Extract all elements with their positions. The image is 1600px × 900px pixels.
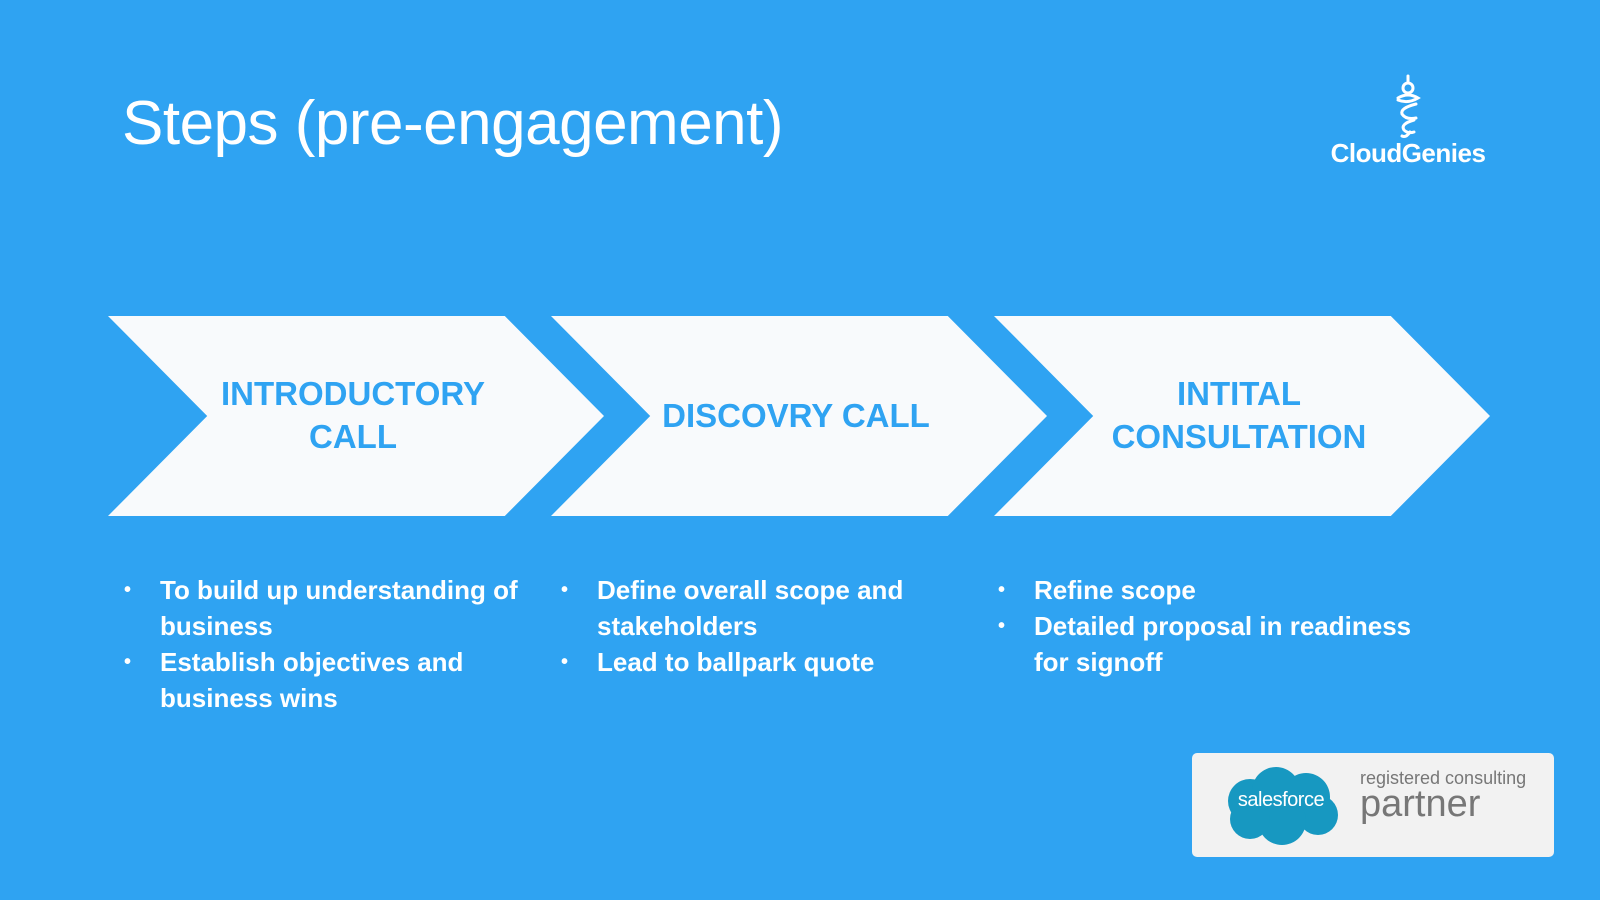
step-chevron-introductory-call: INTRODUCTORY CALL bbox=[108, 316, 604, 516]
cloudgenies-logo: CloudGenies bbox=[1318, 72, 1518, 182]
step-label: INTRODUCTORY CALL bbox=[221, 375, 485, 455]
salesforce-cloud-icon bbox=[1228, 767, 1338, 845]
bullet-item: Establish objectives and business wins bbox=[122, 644, 532, 716]
partner-title: partner bbox=[1360, 783, 1481, 825]
bullet-item: To build up understanding of business bbox=[122, 572, 532, 644]
step-chevron-initial-consultation: INTITAL CONSULTATION bbox=[994, 316, 1490, 516]
step-1-bullet-list: To build up understanding of business Es… bbox=[122, 572, 532, 716]
slide-title: Steps (pre-engagement) bbox=[122, 89, 784, 158]
step-chevron-discovery-call: DISCOVRY CALL bbox=[551, 316, 1047, 516]
partner-subtitle: registered consulting bbox=[1360, 768, 1527, 788]
step-3-bullet-list: Refine scope Detailed proposal in readin… bbox=[996, 572, 1436, 680]
bullet-item: Lead to ballpark quote bbox=[559, 644, 959, 680]
bullet-item: Define overall scope and stakeholders bbox=[559, 572, 959, 644]
logo-text: CloudGenies bbox=[1330, 138, 1486, 168]
genie-icon bbox=[1396, 74, 1421, 138]
salesforce-wordmark: salesforce bbox=[1237, 789, 1325, 811]
step-label: DISCOVRY CALL bbox=[662, 396, 930, 434]
bullet-item: Refine scope bbox=[996, 572, 1436, 608]
step-label: INTITAL CONSULTATION bbox=[1111, 375, 1367, 455]
bullet-item: Detailed proposal in readiness for signo… bbox=[996, 608, 1436, 680]
step-2-bullet-list: Define overall scope and stakeholders Le… bbox=[559, 572, 959, 680]
salesforce-partner-badge: salesforce registered consulting partner bbox=[1192, 753, 1554, 857]
